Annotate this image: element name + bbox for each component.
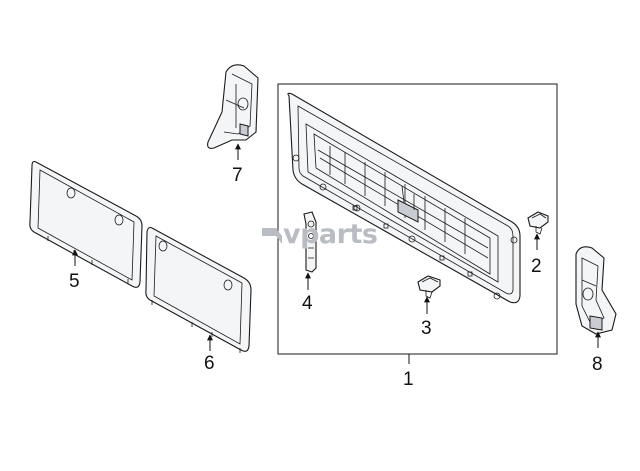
callout-4: 4: [302, 293, 313, 314]
callout-8: 8: [592, 354, 603, 375]
assembly-frame: [277, 83, 558, 355]
part-1-tailgate-panel: [287, 92, 521, 304]
part-4-bracket: [303, 211, 317, 273]
callout-5: 5: [69, 271, 80, 292]
part-5-cover-panel: [29, 160, 143, 288]
leader-lines: [72, 143, 601, 364]
watermark-logo: vparts: [262, 219, 378, 250]
watermark-text: vparts: [283, 219, 377, 250]
callout-7: 7: [232, 165, 243, 186]
callout-3: 3: [421, 318, 432, 339]
callout-2: 2: [531, 256, 542, 277]
part-3-clip: [417, 275, 441, 299]
part-6-cover-panel: [145, 226, 252, 353]
callout-6: 6: [204, 353, 215, 374]
part-7-corner-bracket: [207, 64, 259, 149]
callout-1: 1: [403, 369, 414, 390]
part-8-corner-bracket: [575, 246, 617, 335]
part-2-clip: [527, 211, 549, 235]
